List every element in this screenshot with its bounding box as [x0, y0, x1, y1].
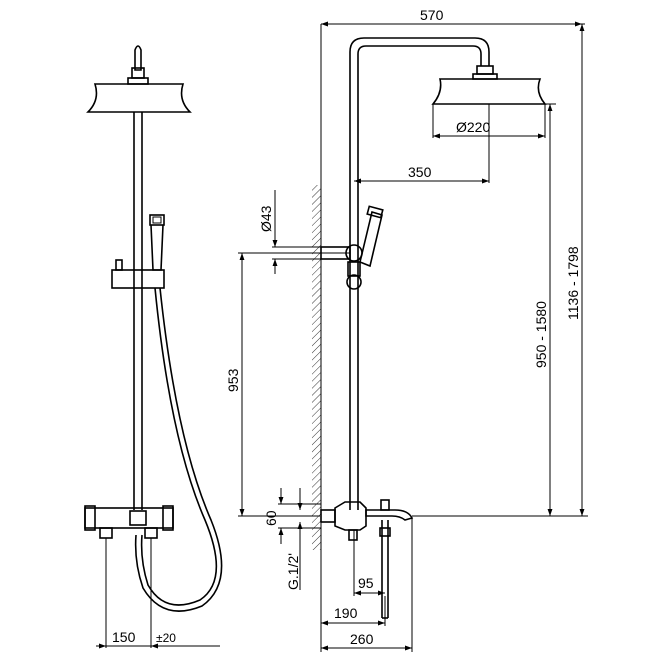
- front-head-knob: [134, 45, 142, 71]
- side-hand-shower-head: [366, 205, 384, 219]
- side-diverter: [380, 499, 390, 511]
- side-mixer-body: [334, 501, 367, 531]
- dim-g12-label: G.1/2': [285, 553, 301, 590]
- dim-43-label: Ø43: [258, 205, 274, 232]
- side-view: [312, 37, 547, 619]
- front-hand-shower-body: [150, 224, 164, 271]
- front-view: 150 ±20: [84, 45, 223, 649]
- side-slider-body: [347, 261, 361, 277]
- side-shower-head: [431, 78, 547, 105]
- dim-220-label: Ø220: [456, 119, 490, 135]
- side-riser-inner: [357, 45, 482, 510]
- dim-1136-label: 1136 - 1798: [565, 246, 581, 320]
- front-shower-head: [86, 83, 192, 113]
- side-mixer-wall: [320, 509, 336, 523]
- front-mixer-cap-right: [162, 505, 174, 531]
- dimensions: 570 Ø220 350 Ø43 953 60 G.1/2': [225, 7, 588, 652]
- front-hand-shower-inner: [152, 216, 162, 224]
- front-head-collar: [127, 77, 149, 85]
- front-hose: [140, 287, 218, 606]
- dim-350-label: 350: [408, 164, 432, 180]
- side-head-nut: [476, 65, 494, 75]
- front-mixer-outlet: [129, 510, 147, 526]
- front-slider-bracket: [111, 269, 165, 289]
- side-outlet-nut: [379, 527, 391, 537]
- side-riser-outer: [349, 37, 490, 510]
- dim-190-label: 190: [334, 605, 358, 621]
- side-mixer-bottom: [348, 529, 358, 541]
- side-hand-shower: [359, 210, 383, 268]
- dim-570-label: 570: [420, 7, 444, 23]
- dim-60-label: 60: [263, 510, 279, 526]
- front-leg-right: [144, 527, 158, 539]
- dim-tolerance-label: ±20: [156, 631, 176, 645]
- front-slider-knob: [115, 259, 123, 271]
- dim-950-label: 950 - 1580: [533, 301, 549, 368]
- dim-95-label: 95: [358, 575, 374, 591]
- dim-150-label: 150: [112, 629, 136, 645]
- dim-260-label: 260: [350, 631, 374, 647]
- dim-953-label: 953: [225, 368, 241, 392]
- front-hand-shower-top: [149, 214, 165, 226]
- front-leg-left: [99, 527, 113, 539]
- front-mixer-cap-left: [84, 505, 96, 531]
- front-mixer-body: [84, 507, 174, 529]
- wall-hatch: [312, 185, 321, 550]
- side-spout: [365, 509, 414, 521]
- side-slider-lower: [346, 274, 362, 290]
